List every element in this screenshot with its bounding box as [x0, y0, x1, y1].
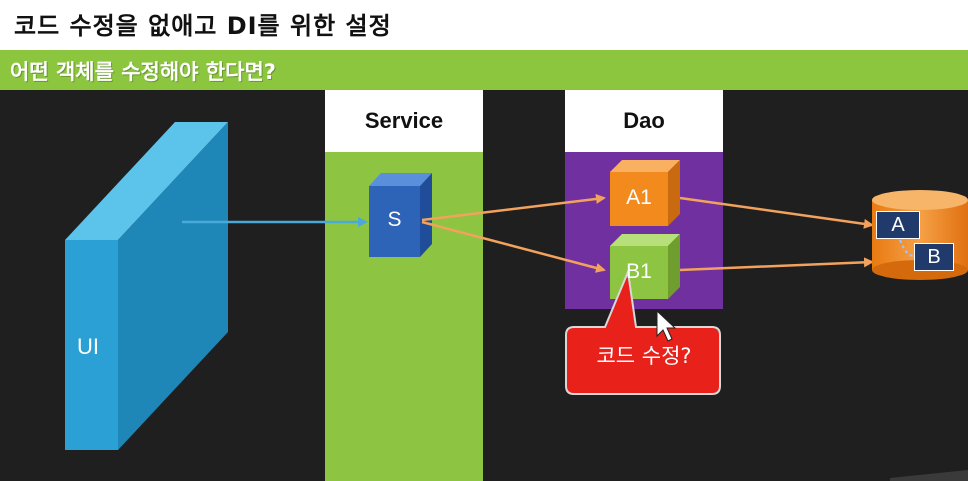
a1-to-db-arrow	[679, 196, 874, 229]
mouse-cursor-icon	[656, 309, 677, 342]
dao-column-header: Dao	[565, 90, 723, 152]
service-column-header: Service	[325, 90, 483, 152]
db-table-b: B	[914, 243, 954, 271]
title-bar	[0, 0, 968, 50]
dao-a1-label: A1	[626, 186, 652, 209]
dao-b1-label: B1	[626, 260, 652, 283]
service-cube-label: S	[387, 208, 402, 231]
subtitle-bar	[0, 50, 968, 90]
service-cube	[369, 173, 432, 257]
service-to-b1-arrow	[421, 220, 606, 273]
db-table-a: A	[876, 211, 920, 239]
code-change-callout	[565, 268, 721, 395]
slide-subtitle: 어떤 객체를 수정해야 한다면?	[10, 60, 276, 84]
dao-a1-cube	[610, 160, 680, 226]
ui-panel	[65, 122, 228, 450]
slide-title: 코드 수정을 없애고 DI를 위한 설정	[14, 12, 392, 40]
service-to-a1-arrow	[421, 193, 606, 222]
ui-label: UI	[77, 334, 99, 359]
callout-text: 코드 수정?	[596, 344, 692, 368]
b1-to-db-arrow	[679, 257, 874, 272]
